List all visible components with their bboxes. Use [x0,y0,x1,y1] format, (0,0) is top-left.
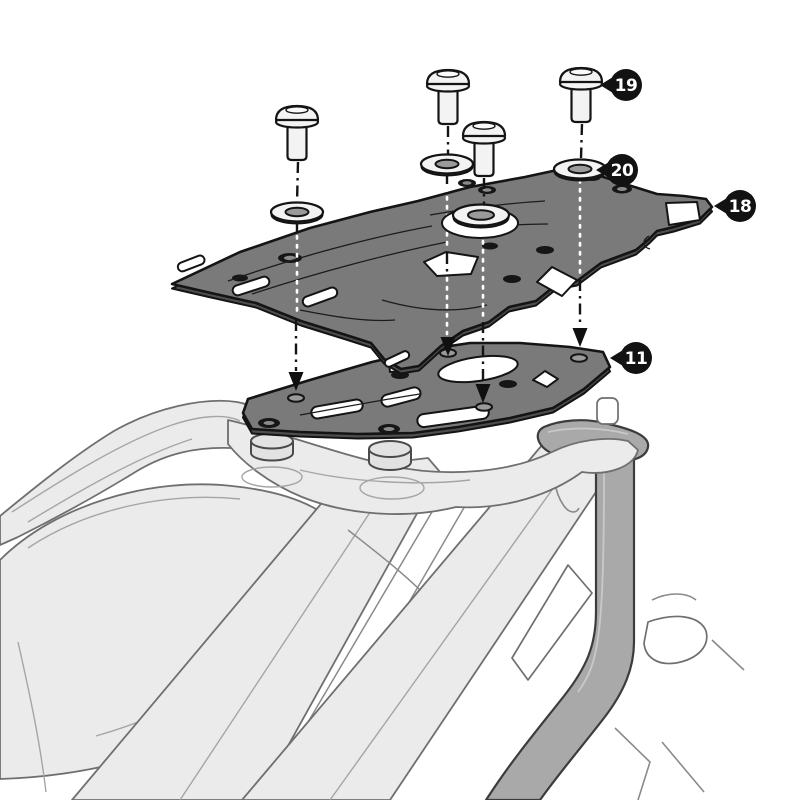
pannier-frame-arm-highlight [547,427,629,435]
top-plate-engraving [251,241,448,295]
callout-19-label: 19 [615,76,638,96]
top-plate-screw-hole-inner [284,255,296,261]
tail-bodywork-line [179,469,399,800]
arrow-down-1 [288,372,304,391]
rear-bodywork-line [614,727,651,800]
top-plate-slot [231,275,271,297]
alignment-line-1 [295,161,300,204]
callout-11-circle [620,342,652,374]
top-plate-engraving [381,299,488,311]
base-plate-hole-inner [383,427,395,431]
screw-1 [274,104,320,162]
screw-2 [425,68,471,126]
seat-contour-line [17,641,47,793]
base-plate-cutout [437,354,519,384]
insertion-arrows [288,328,588,403]
top-plate-hole [482,242,498,250]
top-plate-hole [503,275,521,283]
tail-bodywork-line [329,461,573,800]
callout-11: 11 [610,342,652,374]
rear-bodywork-line [651,593,697,601]
alignment-line-4 [579,123,584,159]
arrow-down-2 [440,337,456,356]
tail-bodywork-left-band [71,457,441,800]
callout-19: 19 [600,69,642,101]
callout-11-tail [610,350,623,366]
top-plate-hole-inner [617,187,627,191]
screw-target-hole-3 [475,402,493,412]
top-plate-engraving [299,309,396,322]
seat-contour-line [27,496,241,549]
rear-bodywork-line [711,639,745,671]
platform-line [299,469,471,484]
base-plate-engraving [299,393,421,416]
top-plate-cutout [536,266,578,297]
top-plate-hole-inner [482,188,492,192]
washers [269,153,608,239]
callout-20: 20 [596,154,638,186]
arrow-down-3 [475,384,491,403]
callout-20-circle [606,154,638,186]
platform-boss-outline [241,466,303,488]
washer-1 [269,201,325,225]
callout-18-tail [714,198,727,214]
arrow-down-4 [572,328,588,347]
screw-3 [461,120,507,178]
screw-target-hole-1 [287,393,305,403]
screw-target-hole-4 [570,353,588,363]
base-plate-slot [416,404,490,429]
screws [274,66,604,178]
top-plate-hole-inner [462,181,472,185]
mounting-foot [596,397,619,425]
top-plate-slot [176,254,206,273]
top-plate-hole [232,274,248,282]
motorcycle-rear-linework [0,397,745,800]
base-plate-hole-inner [263,421,275,425]
washer-3-on-plate [441,203,519,239]
screw-4 [558,66,604,124]
top-plate-engraving [227,225,433,282]
top-mounting-plate [170,167,714,375]
pannier-frame-tube-highlight [577,471,605,693]
grab-rail-line [27,438,193,523]
top-plate-hole [536,246,554,254]
rear-bodywork-line [661,741,705,793]
washer-4 [552,158,608,182]
tail-bodywork-notch [511,564,593,681]
callout-18-label: 18 [729,197,752,217]
callout-19-tail [600,77,613,93]
platform-boss-outline [359,476,425,500]
callout-18-circle [724,190,756,222]
callout-20-tail [596,162,609,178]
callout-19-circle [610,69,642,101]
rear-bodywork-outline [643,615,708,665]
spacer-cylinder-2-top [368,440,412,458]
top-plate-slot [301,286,339,308]
base-plate-cutout [532,370,559,388]
callout-18: 18 [714,190,756,222]
pannier-frame-tube [484,456,636,800]
grab-rail-line [11,415,241,513]
callout-11-label: 11 [625,349,648,369]
top-plate-slot [383,350,411,368]
top-plate-center-cutout [423,251,479,277]
top-plate-engraving [643,235,651,250]
washer-2 [419,153,475,177]
top-plate-handle-hole [665,201,701,226]
callout-20-label: 20 [611,161,634,181]
base-plate-hole [499,380,517,388]
